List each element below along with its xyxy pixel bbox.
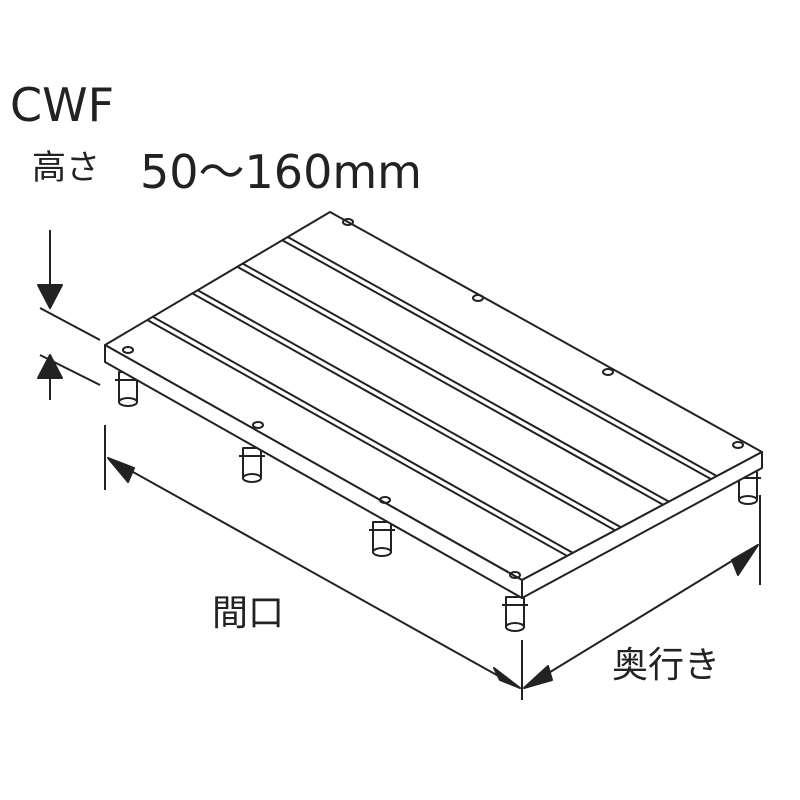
- slat-groove-line: [197, 289, 622, 529]
- leg: [115, 371, 761, 632]
- leg-foot: [118, 397, 138, 407]
- height-dimension: [37, 230, 101, 400]
- slat-groove-line: [191, 292, 616, 532]
- leg-foot: [738, 495, 758, 505]
- width-label: 間口: [212, 593, 285, 634]
- slat-groove-line: [242, 262, 670, 503]
- slat-groove-line: [236, 265, 664, 506]
- screw-hole: [472, 294, 484, 302]
- screw-hole: [732, 441, 744, 449]
- height-value: 50〜160mm: [140, 145, 422, 199]
- depth-dimension: [523, 495, 761, 689]
- slat-groove-line: [146, 319, 568, 557]
- leg-foot: [505, 622, 525, 632]
- screw-hole: [509, 571, 521, 579]
- screw-hole: [602, 368, 614, 376]
- slat-groove-line: [152, 315, 574, 554]
- depth-label: 奥行き: [612, 645, 721, 686]
- slat-grooves: [146, 236, 718, 557]
- screw-hole: [122, 346, 134, 354]
- slat-groove-line: [287, 236, 718, 477]
- screw-hole: [252, 421, 264, 429]
- screw-holes: [122, 218, 744, 579]
- slat-groove-line: [281, 239, 712, 481]
- platform-right-side: [521, 451, 763, 599]
- screw-hole: [342, 218, 354, 226]
- platform-top: [104, 211, 763, 581]
- height-label: 高さ: [32, 148, 100, 188]
- screw-hole: [379, 496, 391, 504]
- model-name: CWF: [10, 78, 115, 132]
- width-dimension: [104, 425, 523, 700]
- leg-foot: [242, 473, 262, 483]
- leg-foot: [372, 547, 392, 557]
